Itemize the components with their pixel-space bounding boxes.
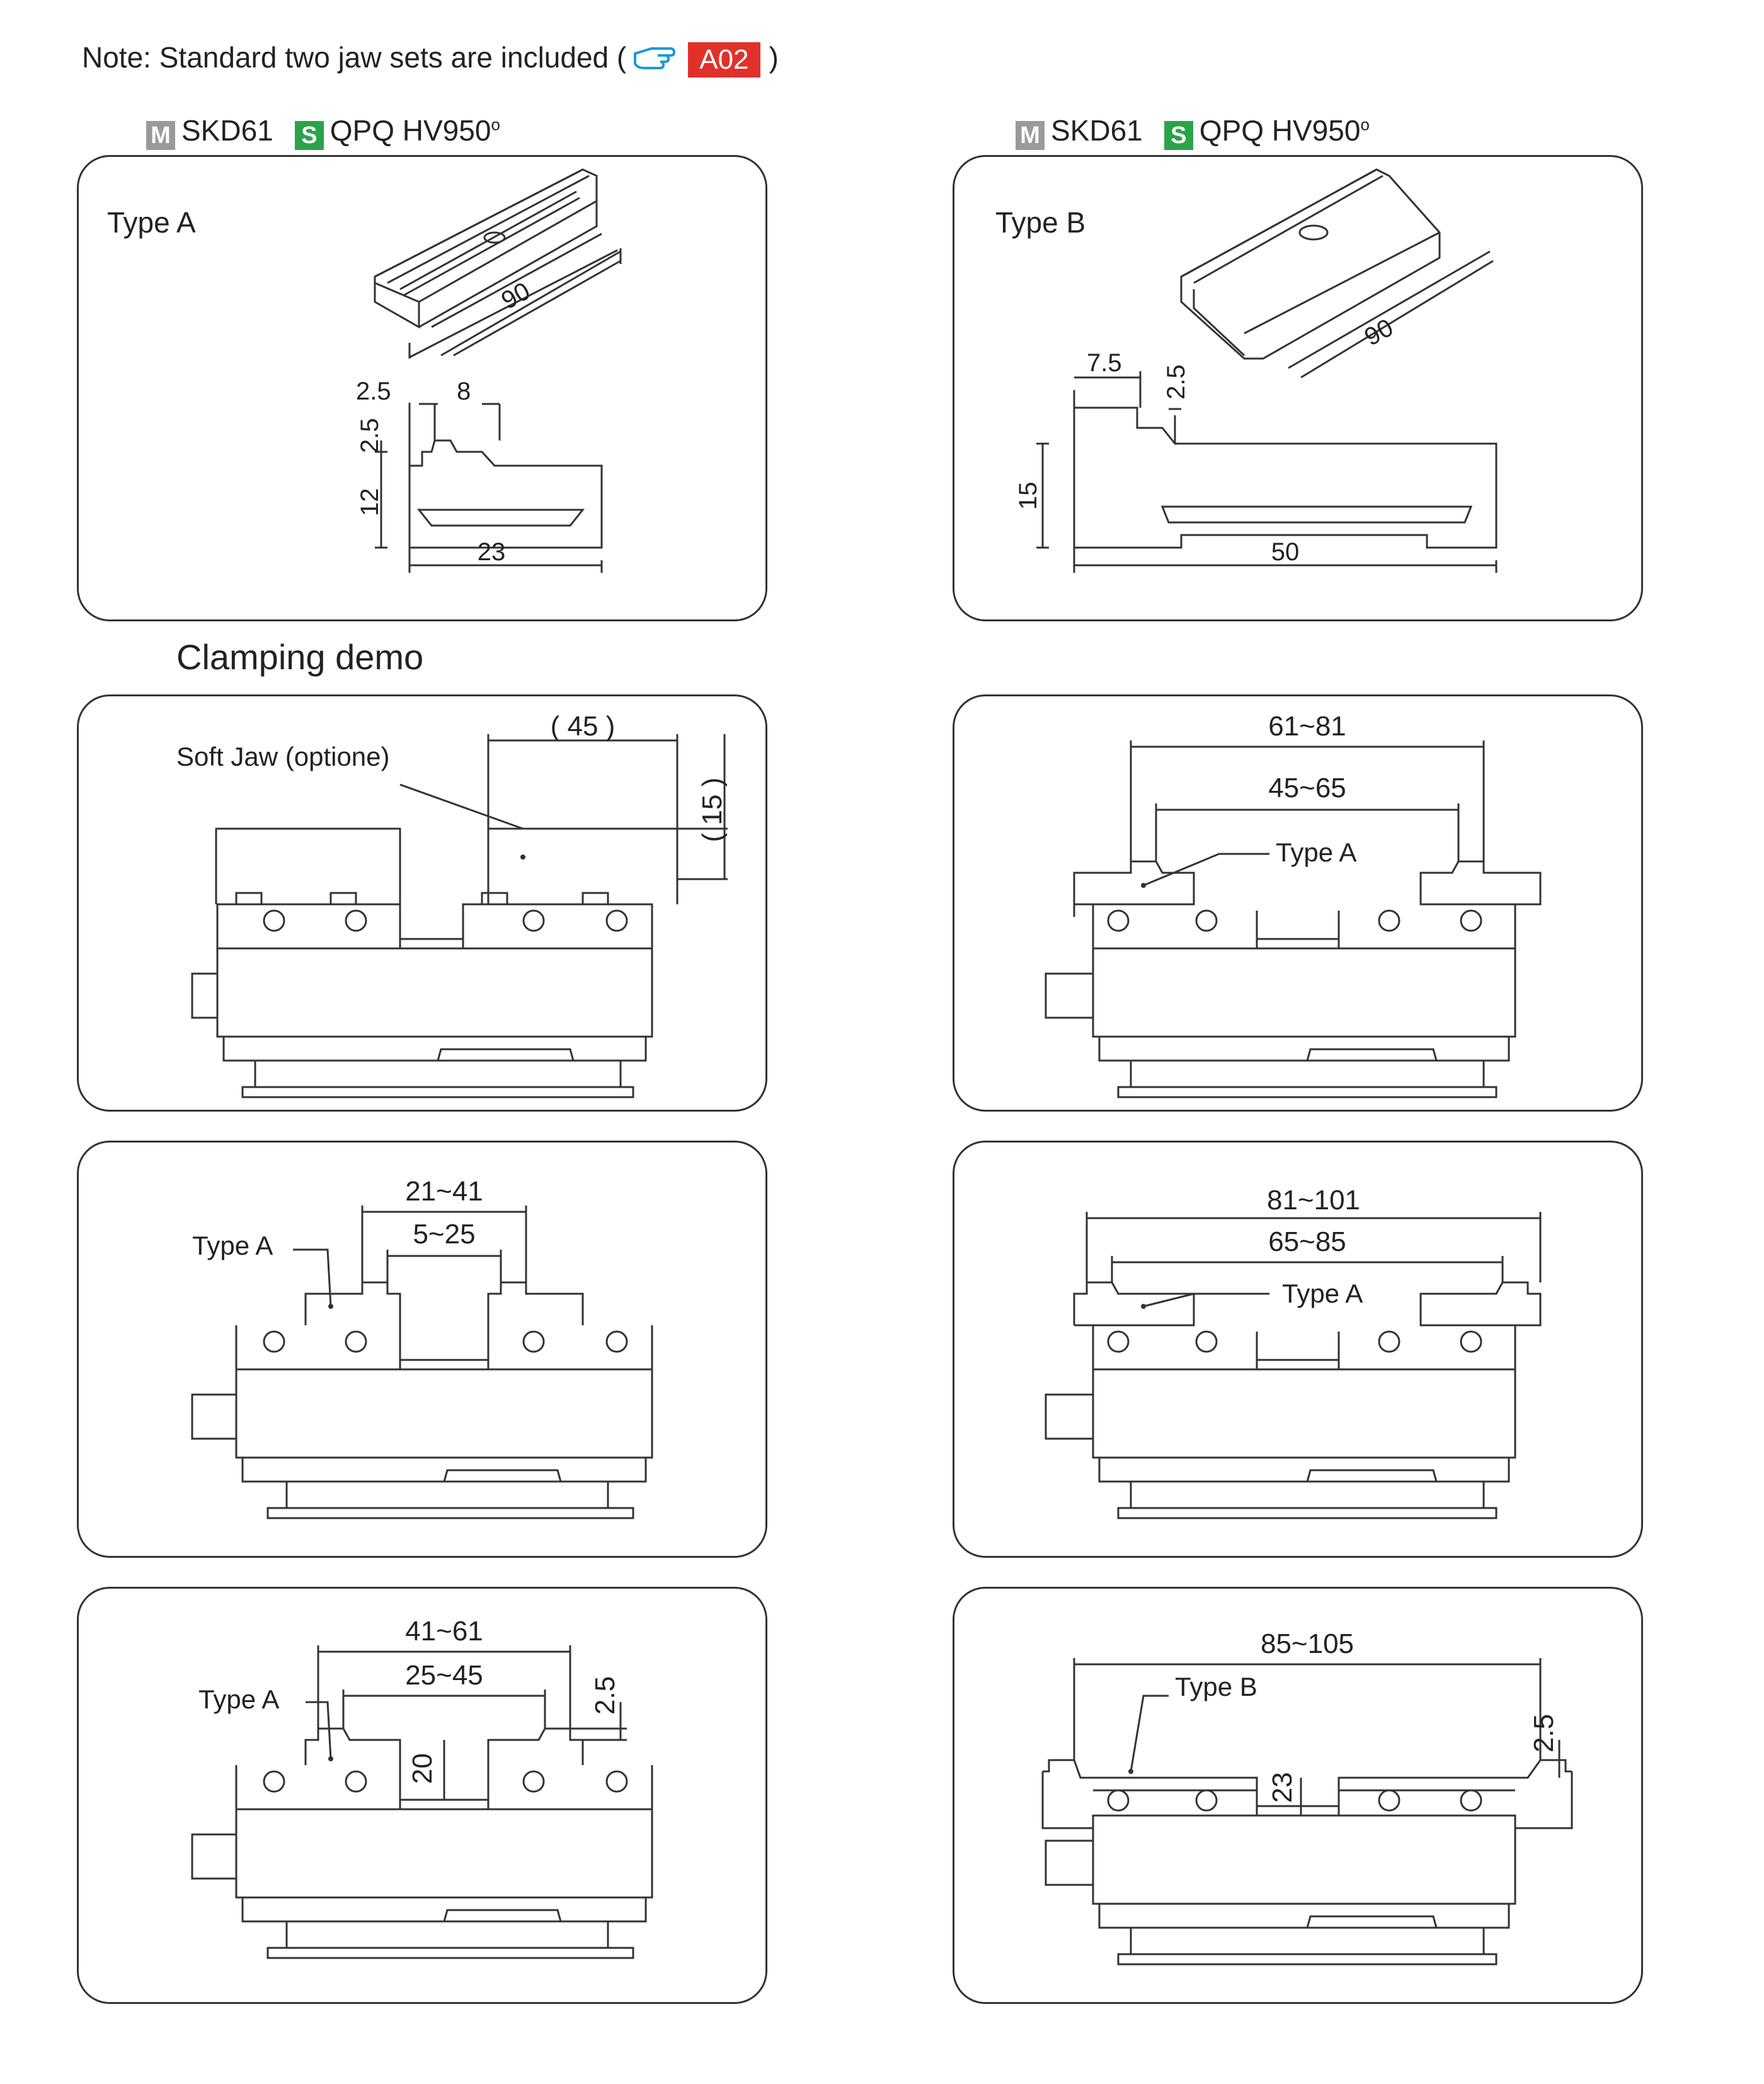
type-a-callout: Type A [192,1231,273,1260]
dim-height: 20 [407,1753,438,1784]
demo-3-drawing: 21~41 5~25 Type A [191,1176,653,1519]
dim-45: ( 45 ) [551,711,616,742]
type-a-drawing: 90 2.5 8 2.5 12 23 Type A [107,168,622,573]
note-close: ) [769,41,779,74]
reference-badge[interactable]: A02 [688,42,760,78]
s-text: QPQ HV950 [329,114,491,147]
type-b-drawing: 90 7.5 2.5 15 50 Type B [995,168,1498,573]
demo-2-panel: 61~81 45~65 Type A [953,694,1643,1112]
clamping-demo-title: Clamping demo [176,637,424,677]
dim-step: 2.5 [1528,1714,1559,1753]
degree-mark: o [491,115,500,134]
dim-height: 23 [1267,1772,1298,1803]
demo-soft-jaw-drawing: ( 45 ) ( 15 ) Soft Jaw (optione) [176,711,728,1098]
demo-3-panel: 21~41 5~25 Type A [77,1141,767,1558]
dim-inner: 45~65 [1268,773,1346,803]
note: Note: Standard two jaw sets are included… [82,40,779,78]
dim-15: ( 15 ) [697,778,728,843]
dim-2-5-top: 2.5 [356,377,391,405]
s-badge: S [294,121,324,150]
dim-step: 2.5 [590,1676,621,1715]
note-text: Note: Standard two jaw sets are included… [82,41,627,74]
dim-outer: 41~61 [405,1616,483,1647]
demo-soft-jaw-panel: ( 45 ) ( 15 ) Soft Jaw (optione) [77,694,767,1112]
type-b-title: Type B [995,206,1085,239]
s-text: QPQ HV950 [1199,114,1361,147]
dim-12: 12 [356,488,384,517]
length-label: 90 [1360,314,1398,352]
demo-2-drawing: 61~81 45~65 Type A [1045,711,1542,1098]
dim-2-5: 2.5 [1162,364,1190,400]
demo-6-drawing: 85~105 23 2.5 Type B [1041,1628,1573,1966]
m-badge: M [146,121,175,150]
demo-4-drawing: 81~101 65~85 Type A [1045,1185,1542,1519]
dim-15: 15 [1014,482,1042,510]
demo-6-panel: 85~105 23 2.5 Type B [953,1587,1643,2004]
dim-outer: 61~81 [1268,711,1346,742]
demo-4-panel: 81~101 65~85 Type A [953,1141,1643,1558]
dim-outer: 21~41 [405,1176,483,1207]
dim-50: 50 [1271,538,1300,566]
dim-outer: 81~101 [1267,1185,1360,1216]
soft-jaw-label: Soft Jaw (optione) [176,742,390,771]
type-a-callout: Type A [1282,1279,1363,1308]
type-a-title: Type A [107,206,196,239]
demo-5-panel: 41~61 25~45 20 2.5 Type A [77,1587,767,2004]
type-a-panel: 90 2.5 8 2.5 12 23 Type A [77,155,767,621]
s-badge: S [1164,121,1193,150]
dim-23: 23 [478,538,506,566]
type-b-panel: 90 7.5 2.5 15 50 Type B [953,155,1643,621]
dim-7-5: 7.5 [1087,349,1122,377]
type-a-callout: Type A [198,1684,279,1714]
dim-inner: 25~45 [405,1660,483,1691]
demo-5-drawing: 41~61 25~45 20 2.5 Type A [191,1616,653,1959]
m-text: SKD61 [181,114,273,147]
dim-2-5-side: 2.5 [356,418,384,453]
m-badge: M [1016,121,1045,150]
type-a-callout: Type A [1276,838,1356,867]
degree-mark: o [1360,115,1370,134]
dim-8: 8 [457,377,471,405]
dim-inner: 65~85 [1268,1226,1346,1257]
dim-inner: 5~25 [413,1219,475,1250]
m-text: SKD61 [1051,114,1143,147]
dim-outer: 85~105 [1261,1628,1354,1659]
type-b-callout: Type B [1175,1672,1257,1701]
pointing-hand-icon [634,47,676,69]
